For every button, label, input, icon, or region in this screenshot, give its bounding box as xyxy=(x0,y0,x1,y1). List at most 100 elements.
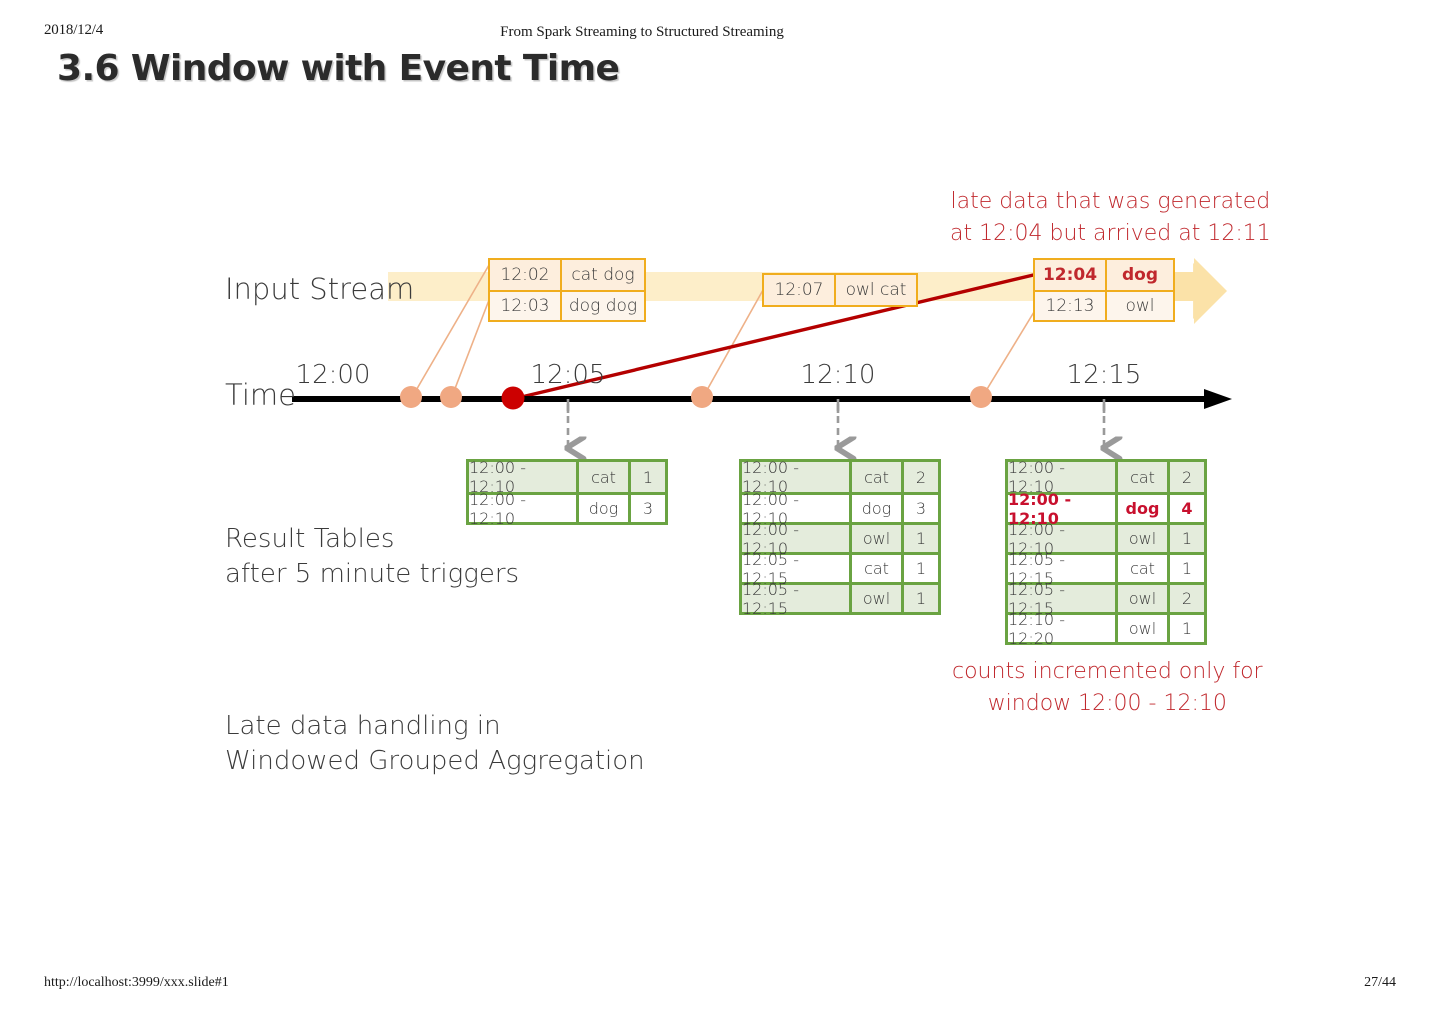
stream-row: 12:02 cat dog xyxy=(490,260,644,290)
stream-box-3: 12:04 dog 12:13 owl xyxy=(1033,258,1175,322)
cell-count: 1 xyxy=(1181,529,1193,548)
late-data-annotation-line1: late data that was generated xyxy=(950,189,1271,214)
cell-window: 12:05 - 12:15 xyxy=(742,550,852,588)
cell-key: dog xyxy=(1118,495,1170,522)
stream-cell-time: 12:02 xyxy=(490,260,562,290)
stream-row: 12:07 owl cat xyxy=(764,275,916,305)
cell-count: 4 xyxy=(1181,499,1193,518)
cell-key: cat xyxy=(852,462,904,492)
cell-count: 1 xyxy=(1181,559,1193,578)
late-data-caption-line2: Windowed Grouped Aggregation xyxy=(225,746,645,776)
cell-key: owl xyxy=(1118,525,1170,552)
cell-count: 1 xyxy=(1181,619,1193,638)
event-dots xyxy=(400,386,992,410)
stream-cell-time: 12:03 xyxy=(490,292,562,320)
time-axis xyxy=(292,389,1232,413)
cell-key: cat xyxy=(579,462,631,492)
cell-key: cat xyxy=(1118,462,1170,492)
result-tables-caption-line2: after 5 minute triggers xyxy=(225,559,520,589)
late-data-caption: Late data handling in Windowed Grouped A… xyxy=(225,709,645,779)
stream-row: 12:13 owl xyxy=(1035,290,1173,320)
stream-box-1: 12:02 cat dog 12:03 dog dog xyxy=(488,258,646,322)
late-data-caption-line1: Late data handling in xyxy=(225,711,501,741)
cell-window: 12:05 - 12:15 xyxy=(1008,580,1118,618)
stream-cell-value: dog dog xyxy=(568,296,638,316)
trigger-arrows xyxy=(568,404,1104,448)
header-date: 2018/12/4 xyxy=(44,22,104,38)
timeline-tick-1205: 12:05 xyxy=(530,360,606,390)
cell-window: 12:00 - 12:10 xyxy=(742,520,852,558)
cell-count: 1 xyxy=(915,589,927,608)
footer-url: http://localhost:3999/xxx.slide#1 xyxy=(44,975,229,990)
cell-count: 1 xyxy=(915,559,927,578)
stream-cell-value: owl xyxy=(1125,296,1155,316)
cell-key: cat xyxy=(852,555,904,582)
stream-box-2: 12:07 owl cat xyxy=(762,273,918,307)
counts-annotation: counts incremented only for window 12:00… xyxy=(952,656,1263,720)
cell-window: 12:00 - 12:10 xyxy=(742,490,852,528)
cell-key: dog xyxy=(852,495,904,522)
cell-count: 3 xyxy=(915,499,927,518)
result-tables-caption-line1: Result Tables xyxy=(225,524,395,554)
cell-key: owl xyxy=(852,525,904,552)
cell-count: 2 xyxy=(915,467,927,487)
timeline-tick-1200: 12:00 xyxy=(295,360,371,390)
footer-page-number: 27/44 xyxy=(1364,975,1396,990)
input-stream-label: Input Stream xyxy=(225,272,415,306)
cell-window: 12:00 - 12:10 xyxy=(1008,490,1118,528)
cell-count: 1 xyxy=(642,467,654,487)
cell-key: owl xyxy=(852,585,904,612)
timeline-tick-1215: 12:15 xyxy=(1066,360,1142,390)
stream-cell-time: 12:07 xyxy=(764,275,836,305)
cell-count: 3 xyxy=(642,499,654,518)
stream-cell-value: owl cat xyxy=(845,280,907,300)
cell-window: 12:00 - 12:10 xyxy=(742,458,852,496)
counts-annotation-line2: window 12:00 - 12:10 xyxy=(987,691,1227,716)
cell-window: 12:00 - 12:10 xyxy=(1008,458,1118,496)
timeline-tick-1210: 12:10 xyxy=(800,360,876,390)
cell-key: cat xyxy=(1118,555,1170,582)
cell-key: owl xyxy=(1118,615,1170,642)
stream-cell-time: 12:04 xyxy=(1035,260,1107,290)
late-data-annotation: late data that was generated at 12:04 bu… xyxy=(950,186,1271,250)
cell-window: 12:00 - 12:10 xyxy=(469,458,579,496)
page-title: 3.6 Window with Event Time xyxy=(57,48,620,89)
late-data-annotation-line2: at 12:04 but arrived at 12:11 xyxy=(950,221,1271,246)
cell-key: dog xyxy=(579,495,631,522)
stream-row: 12:04 dog xyxy=(1035,260,1173,290)
stream-cell-time: 12:13 xyxy=(1035,292,1107,320)
cell-window: 12:10 - 12:20 xyxy=(1008,610,1118,648)
stream-row: 12:03 dog dog xyxy=(490,290,644,320)
stream-cell-value: cat dog xyxy=(571,265,635,285)
stream-cell-value: dog xyxy=(1121,265,1159,285)
cell-window: 12:05 - 12:15 xyxy=(1008,550,1118,588)
header-center-title: From Spark Streaming to Structured Strea… xyxy=(500,24,784,40)
time-axis-label: Time xyxy=(225,378,296,412)
cell-count: 1 xyxy=(915,529,927,548)
cell-window: 12:05 - 12:15 xyxy=(742,580,852,618)
cell-count: 2 xyxy=(1181,589,1193,608)
cell-window: 12:00 - 12:10 xyxy=(469,490,579,528)
cell-key: owl xyxy=(1118,585,1170,612)
counts-annotation-line1: counts incremented only for xyxy=(952,659,1263,684)
result-tables-caption: Result Tables after 5 minute triggers xyxy=(225,522,519,592)
cell-count: 2 xyxy=(1181,467,1193,487)
